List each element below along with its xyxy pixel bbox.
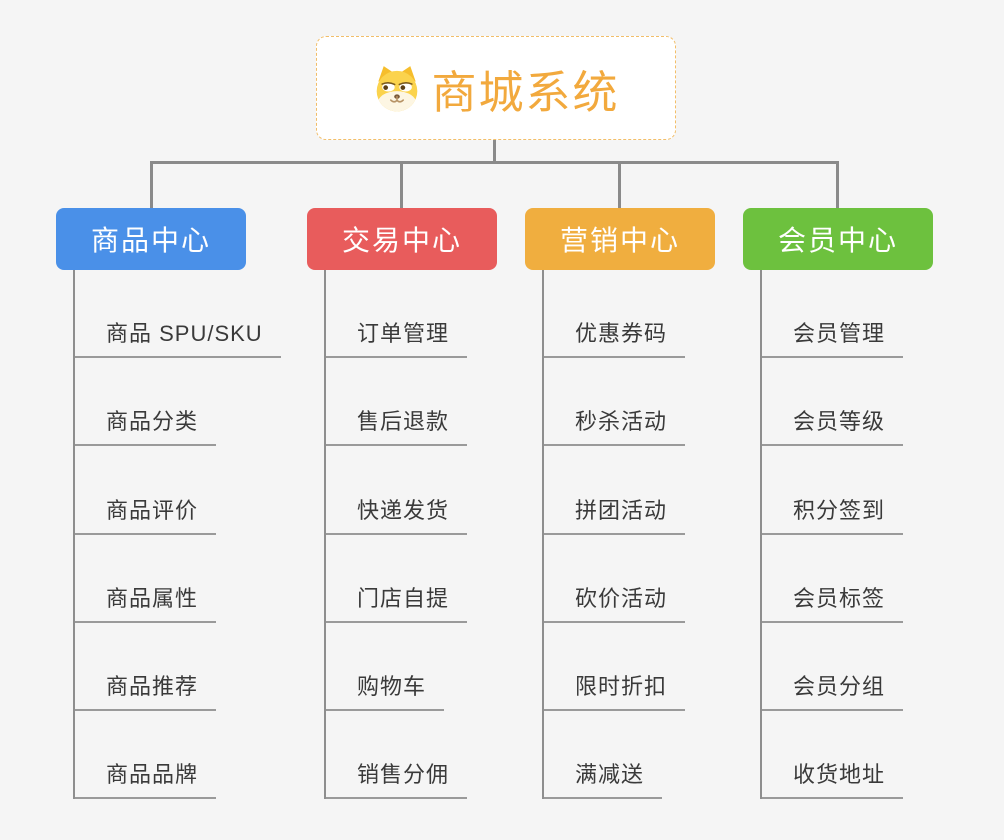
leaf-node-sales-commission[interactable]: 销售分佣 — [324, 757, 468, 800]
leaf-node-limited-time-discount[interactable]: 限时折扣 — [542, 669, 686, 711]
branch-node-label: 商品中心 — [90, 225, 211, 256]
leaf-row: 会员标签 — [760, 535, 904, 623]
leaf-column-trade-center: 订单管理 售后退款 快递发货 门店自提 购物车 销售分佣 — [324, 270, 468, 800]
leaf-row: 积分签到 — [760, 446, 904, 535]
branch-node-label: 交易中心 — [341, 225, 462, 256]
branch-drop-line — [150, 161, 153, 208]
leaf-row: 砍价活动 — [542, 535, 686, 623]
leaf-node-group-buy[interactable]: 拼团活动 — [542, 493, 686, 535]
root-node-label: 商城系统 — [431, 66, 620, 118]
leaf-node-flash-sale[interactable]: 秒杀活动 — [542, 404, 686, 447]
leaf-row: 快递发货 — [324, 446, 468, 535]
leaf-row: 销售分佣 — [324, 711, 468, 800]
leaf-row: 收货地址 — [760, 711, 904, 800]
leaf-node-shopping-cart[interactable]: 购物车 — [324, 669, 445, 711]
leaf-row: 商品推荐 — [73, 623, 281, 711]
leaf-column-member-center: 会员管理 会员等级 积分签到 会员标签 会员分组 收货地址 — [760, 270, 904, 800]
leaf-node-product-review[interactable]: 商品评价 — [73, 493, 217, 535]
branch-drop-line — [400, 161, 403, 208]
branch-node-label: 营销中心 — [559, 225, 680, 256]
leaf-row: 秒杀活动 — [542, 358, 686, 447]
leaf-row: 商品评价 — [73, 446, 281, 535]
column-trunk-line — [73, 270, 75, 800]
leaf-node-shipping-address[interactable]: 收货地址 — [760, 757, 904, 800]
branch-drop-line — [618, 161, 621, 208]
root-connector-stub — [493, 140, 496, 163]
column-trunk-line — [542, 270, 544, 800]
leaf-node-product-category[interactable]: 商品分类 — [73, 404, 217, 447]
leaf-row: 商品品牌 — [73, 711, 281, 800]
leaf-node-bargain-activity[interactable]: 砍价活动 — [542, 581, 686, 623]
branch-node-label: 会员中心 — [777, 225, 898, 256]
leaf-node-coupon-code[interactable]: 优惠券码 — [542, 316, 686, 359]
leaf-node-store-pickup[interactable]: 门店自提 — [324, 581, 468, 623]
leaf-row: 订单管理 — [324, 270, 468, 359]
leaf-row: 购物车 — [324, 623, 467, 711]
leaf-row: 商品 SPU/SKU — [73, 270, 281, 359]
leaf-node-product-brand[interactable]: 商品品牌 — [73, 757, 217, 800]
leaf-row: 满减送 — [542, 711, 685, 800]
branch-bus-line — [150, 161, 839, 164]
leaf-row: 会员分组 — [760, 623, 904, 711]
leaf-row: 商品属性 — [73, 535, 281, 623]
leaf-node-product-spu-sku[interactable]: 商品 SPU/SKU — [73, 316, 281, 359]
leaf-node-points-checkin[interactable]: 积分签到 — [760, 493, 904, 535]
branch-node-product-center[interactable]: 商品中心 — [56, 208, 246, 270]
leaf-row: 会员等级 — [760, 358, 904, 447]
column-trunk-line — [324, 270, 326, 800]
leaf-row: 门店自提 — [324, 535, 468, 623]
leaf-node-express-delivery[interactable]: 快递发货 — [324, 493, 468, 535]
leaf-column-product-center: 商品 SPU/SKU 商品分类 商品评价 商品属性 商品推荐 商品品牌 — [73, 270, 281, 800]
leaf-node-member-level[interactable]: 会员等级 — [760, 404, 904, 447]
leaf-column-marketing-center: 优惠券码 秒杀活动 拼团活动 砍价活动 限时折扣 满减送 — [542, 270, 686, 800]
leaf-node-member-group[interactable]: 会员分组 — [760, 669, 904, 711]
leaf-node-member-tag[interactable]: 会员标签 — [760, 581, 904, 623]
leaf-row: 商品分类 — [73, 358, 281, 447]
leaf-node-spend-and-save[interactable]: 满减送 — [542, 757, 663, 800]
leaf-node-aftersale-refund[interactable]: 售后退款 — [324, 404, 468, 447]
leaf-row: 会员管理 — [760, 270, 904, 359]
column-trunk-line — [760, 270, 762, 800]
leaf-row: 拼团活动 — [542, 446, 686, 535]
leaf-row: 售后退款 — [324, 358, 468, 447]
branch-node-member-center[interactable]: 会员中心 — [743, 208, 933, 270]
leaf-node-product-recommend[interactable]: 商品推荐 — [73, 669, 217, 711]
branch-drop-line — [836, 161, 839, 208]
leaf-node-product-attribute[interactable]: 商品属性 — [73, 581, 217, 623]
branch-node-marketing-center[interactable]: 营销中心 — [525, 208, 715, 270]
branch-node-trade-center[interactable]: 交易中心 — [307, 208, 497, 270]
root-node-mall-system[interactable]: 商城系统 — [316, 36, 676, 140]
leaf-row: 优惠券码 — [542, 270, 686, 359]
leaf-node-member-management[interactable]: 会员管理 — [760, 316, 904, 359]
leaf-row: 限时折扣 — [542, 623, 686, 711]
leaf-node-order-management[interactable]: 订单管理 — [324, 316, 468, 359]
doge-face-icon — [377, 66, 418, 112]
